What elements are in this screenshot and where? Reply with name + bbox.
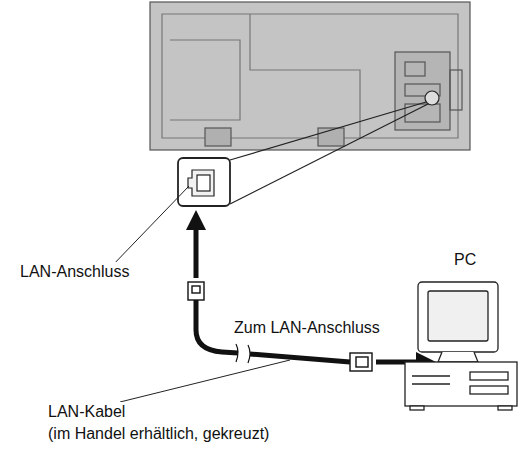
cable-plug: [350, 353, 372, 371]
cable-direction-label: Zum LAN-Anschluss: [232, 318, 382, 337]
device-label: PC: [452, 250, 478, 269]
port-callout: [178, 102, 428, 206]
cable-break: [236, 344, 250, 363]
display-rear: [150, 2, 470, 150]
lan-cable: [250, 354, 350, 362]
cable-plug: [188, 282, 204, 300]
leader-line: [110, 186, 189, 268]
leader-line: [120, 360, 290, 402]
pc-icon: [405, 282, 517, 410]
cable-note: (im Handel erhältlich, gekreuzt): [46, 424, 271, 443]
cable-label: LAN-Kabel: [46, 402, 127, 421]
port-label: LAN-Anschluss: [18, 262, 131, 281]
insert-arrow: [194, 220, 199, 278]
